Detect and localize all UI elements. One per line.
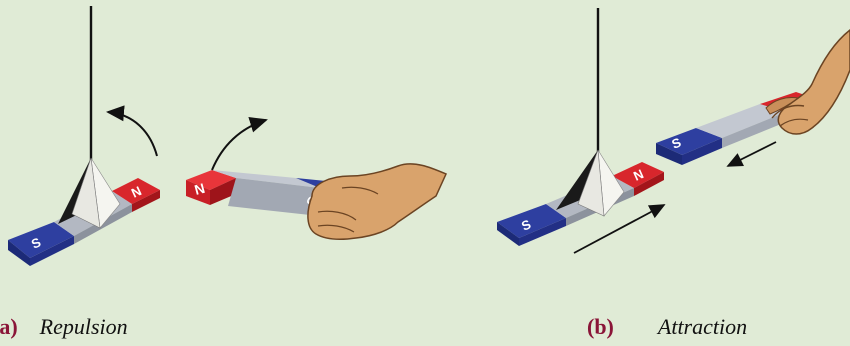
caption-text-a: Repulsion — [40, 314, 128, 339]
panel-repulsion: S N N S — [8, 6, 446, 266]
caption-attraction: (b) Attraction — [587, 314, 747, 340]
caption-label-b: (b) — [587, 314, 614, 339]
caption-text-b: Attraction — [658, 314, 747, 339]
hand — [766, 30, 850, 134]
caption-repulsion: (a) Repulsion — [0, 314, 128, 340]
suspended-magnet: S N — [8, 158, 160, 266]
caption-label-a: (a) — [0, 314, 18, 339]
curved-arrow-icon — [212, 120, 266, 170]
suspended-magnet: S N — [497, 150, 664, 246]
panel-attraction: S N S — [497, 8, 850, 253]
curved-arrow-icon — [108, 112, 157, 156]
straight-arrow-icon — [728, 142, 776, 166]
hand — [308, 164, 446, 239]
